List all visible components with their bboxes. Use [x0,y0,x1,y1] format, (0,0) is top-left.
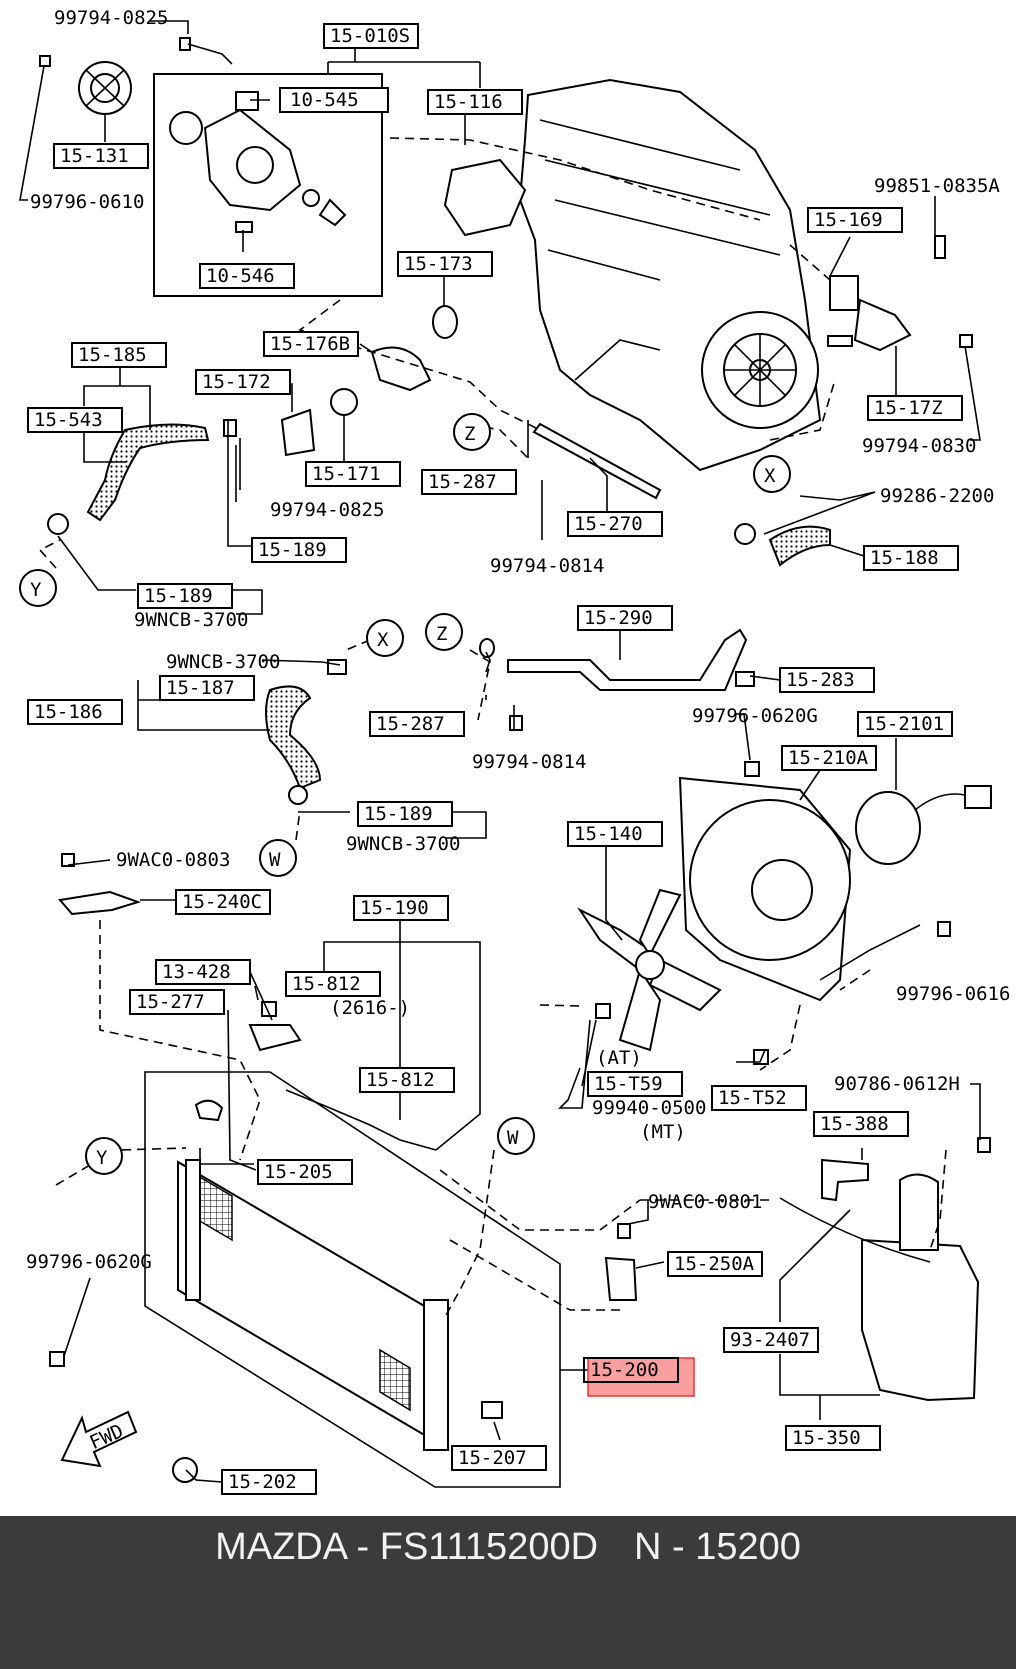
label-15-190: 15-190 [360,897,429,919]
marker-y-left: Y [30,579,42,601]
label-mt: (MT) [640,1121,686,1143]
label-15-187: 15-187 [166,677,235,699]
label-15-140: 15-140 [574,823,643,845]
label-15-290: 15-290 [584,607,653,629]
label-15-210a: 15-210A [788,747,869,769]
label-15-t52: 15-T52 [718,1087,787,1109]
label-2616: (2616-) [330,997,410,1019]
marker-x-top: X [764,465,776,487]
label-15-812-b: 15-812 [366,1069,435,1091]
label-99796-0610: 99796-0610 [30,191,144,213]
cooling-parts-drawing [47,158,973,805]
label-93-2407: 93-2407 [730,1329,810,1351]
footer-reference-number: N - 15200 [634,1526,801,1568]
marker-z-top: Z [464,423,475,445]
label-15-t59: 15-T59 [594,1073,663,1095]
label-9wncb-3700-c: 9WNCB-3700 [346,833,460,855]
label-99286-2200: 99286-2200 [880,485,994,507]
label-99940-0500: 99940-0500 [592,1097,706,1119]
parts-diagram: 99794-0825 15-010S 10-545 15-116 15-131 … [19,7,1010,1495]
part-labels: 99794-0825 15-010S 10-545 15-116 15-131 … [26,7,1010,1495]
label-15-200: 15-200 [590,1359,659,1381]
label-15-2101: 15-2101 [864,713,944,735]
label-99794-0814-a: 99794-0814 [490,555,604,577]
label-15-287-top: 15-287 [428,471,497,493]
label-15-189-a: 15-189 [258,539,327,561]
label-10-546: 10-546 [206,265,275,287]
label-15-172: 15-172 [202,371,271,393]
label-10-545: 10-545 [290,89,359,111]
label-15-287-mid: 15-287 [376,713,445,735]
label-9wac0-0801: 9WAC0-0801 [648,1191,762,1213]
label-15-171: 15-171 [312,463,381,485]
dashed-lines [38,137,947,1316]
label-15-17z: 15-17Z [874,397,943,419]
label-15-240c: 15-240C [182,891,262,913]
marker-z-mid: Z [436,623,447,645]
footer-bar [0,1516,1016,1669]
label-15-202: 15-202 [228,1471,297,1493]
engine-block-drawing [518,78,822,472]
label-15-189-b: 15-189 [144,585,213,607]
marker-x-mid: X [377,629,389,651]
footer-part-number: MAZDA - FS1115200D N - 15200 [0,1526,1016,1569]
fan-shroud-drawing [577,776,992,1065]
label-15-350: 15-350 [792,1427,861,1449]
label-99796-0620g-a: 99796-0620G [692,705,818,727]
marker-w-left: W [269,849,281,871]
label-15-169: 15-169 [814,209,883,231]
label-15-131: 15-131 [60,145,129,167]
label-99794-0825-top: 99794-0825 [54,7,168,29]
label-99796-0620g-b: 99796-0620G [26,1251,152,1273]
label-15-185: 15-185 [78,344,147,366]
label-15-173: 15-173 [404,253,473,275]
label-15-176b: 15-176B [270,333,350,355]
label-15-116: 15-116 [434,91,503,113]
label-9wncb-3700-b: 9WNCB-3700 [166,651,280,673]
label-13-428: 13-428 [162,961,231,983]
forward-arrow: FWD [60,1410,138,1468]
part-highlight [587,1357,695,1397]
water-pump-drawing [39,37,383,297]
label-15-205: 15-205 [264,1161,333,1183]
label-15-283: 15-283 [786,669,855,691]
radiator-drawing [49,1071,561,1488]
reservoir-tank-drawing [604,1137,991,1402]
label-90786-0612h: 90786-0612H [834,1073,960,1095]
label-9wncb-3700-a: 9WNCB-3700 [134,609,248,631]
marker-y-bottom: Y [96,1147,108,1169]
label-15-270: 15-270 [574,513,643,535]
marker-w-right: W [507,1127,519,1149]
label-15-010s: 15-010S [330,25,410,47]
label-9wac0-0803: 9WAC0-0803 [116,849,230,871]
label-15-189-c: 15-189 [364,803,433,825]
label-15-812-a: 15-812 [292,973,361,995]
label-99851-0835a: 99851-0835A [874,175,1000,197]
label-99796-0616: 99796-0616 [896,983,1010,1005]
label-15-186: 15-186 [34,701,103,723]
bracket-drawing [58,853,437,1151]
label-99794-0830: 99794-0830 [862,435,976,457]
label-99794-0814-b: 99794-0814 [472,751,586,773]
label-at: (AT) [596,1047,642,1069]
label-99794-0825-mid: 99794-0825 [270,499,384,521]
reference-markers: Z X Y X Z W W Y [19,413,791,1175]
footer-part-code: MAZDA - FS1115200D [215,1526,599,1568]
label-15-188: 15-188 [870,547,939,569]
label-15-250a: 15-250A [674,1253,755,1275]
label-15-543: 15-543 [34,409,103,431]
label-15-277: 15-277 [136,991,205,1013]
label-15-388: 15-388 [820,1113,889,1135]
label-15-207: 15-207 [458,1447,527,1469]
